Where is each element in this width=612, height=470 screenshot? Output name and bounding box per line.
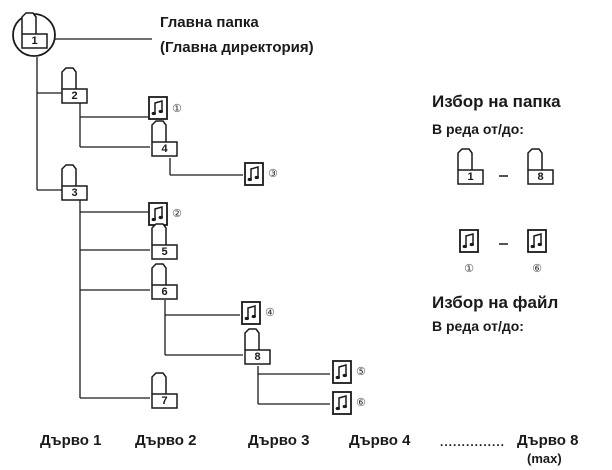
folder-icon: 2	[61, 67, 88, 104]
tree-max-note: (max)	[527, 451, 562, 466]
file-number: ②	[172, 207, 182, 220]
tree-level-8-label: Дърво 8	[517, 432, 579, 449]
tree-level-1-label: Дърво 1	[40, 432, 102, 449]
file-number: ④	[265, 306, 275, 319]
file-range-last: ⑥	[527, 229, 547, 275]
root-folder: 1	[12, 12, 56, 57]
root-folder-subtitle: (Главна директория)	[160, 39, 314, 56]
music-file-icon: ④	[241, 301, 275, 325]
music-file-icon: ①	[148, 96, 182, 120]
svg-text:⑥: ⑥	[532, 262, 542, 275]
folder-icon: 7	[151, 372, 178, 409]
folder-icon: 6	[151, 263, 178, 300]
tree-level-3-label: Дърво 3	[248, 432, 310, 449]
folder-select-heading: Избор на папка	[432, 92, 561, 111]
music-file-icon: ⑥	[332, 391, 366, 415]
file-range-label: В реда от/до:	[432, 318, 524, 334]
file-number: ⑥	[356, 396, 366, 409]
tree-level-2-label: Дърво 2	[135, 432, 197, 449]
folder-number: 8	[254, 351, 260, 363]
folder-number: 2	[71, 90, 77, 102]
folder-icon: 5	[151, 223, 178, 260]
music-file-icon: ②	[148, 202, 182, 226]
tree-ellipsis: ...............	[440, 435, 506, 449]
file-number: ⑤	[356, 365, 366, 378]
root-folder-title: Главна папка	[160, 14, 259, 31]
folder-number: 1	[31, 35, 37, 47]
music-file-icon: ⑤	[332, 360, 366, 384]
folder-icon: 8	[244, 328, 271, 365]
svg-text:①: ①	[464, 262, 474, 275]
folder-number: 5	[161, 246, 167, 258]
file-range-first: ①	[459, 229, 479, 275]
file-number: ③	[268, 167, 278, 180]
folder-number: 3	[71, 187, 77, 199]
file-select-heading: Избор на файл	[432, 293, 559, 312]
svg-text:1: 1	[467, 171, 473, 183]
folder-range-first: 1	[457, 148, 484, 185]
folder-number: 6	[161, 286, 167, 298]
folder-range-last: 8	[527, 148, 554, 185]
folder-icon: 3	[61, 164, 88, 201]
file-number: ①	[172, 102, 182, 115]
folder-range-label: В реда от/до:	[432, 121, 524, 137]
music-file-icon: ③	[244, 162, 278, 186]
folder-icon: 4	[151, 120, 178, 157]
tree-level-4-label: Дърво 4	[349, 432, 411, 449]
svg-text:8: 8	[537, 171, 543, 183]
folder-number: 7	[161, 395, 167, 407]
folder-number: 4	[161, 143, 168, 155]
